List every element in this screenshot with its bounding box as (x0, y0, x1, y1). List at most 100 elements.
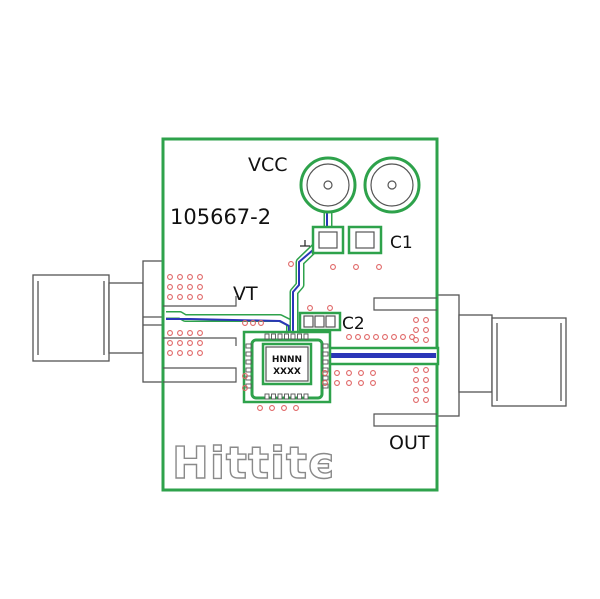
chip-pin (290, 333, 296, 340)
via (242, 385, 248, 391)
via (197, 274, 203, 280)
via (373, 334, 379, 340)
label-vcc: VCC (248, 154, 288, 176)
via (423, 387, 429, 393)
via (167, 294, 173, 300)
label-out: OUT (389, 432, 430, 454)
chip-pin (322, 383, 329, 389)
via (177, 274, 183, 280)
output-connector-pins (436, 294, 460, 417)
via (409, 334, 415, 340)
via (391, 334, 397, 340)
chip-pin (264, 393, 270, 400)
via (364, 334, 370, 340)
hittite-logo: Hittitє (171, 437, 335, 489)
ground-pad-round (363, 156, 421, 214)
chip-label-line2: XXXX (273, 367, 301, 377)
chip-pin (245, 367, 252, 373)
chip-pin (297, 393, 302, 400)
hittite-logo-text: Hittitє (172, 438, 335, 489)
via (413, 337, 419, 343)
chip-pin (277, 393, 283, 400)
via (346, 334, 352, 340)
via (187, 284, 193, 290)
chip-pin (284, 333, 289, 340)
chip-pin (322, 359, 329, 365)
via (250, 320, 256, 326)
label-c1: C1 (390, 233, 413, 253)
via (330, 264, 336, 270)
via (376, 264, 382, 270)
chip-pin (322, 351, 329, 357)
via (307, 305, 313, 311)
via (400, 334, 406, 340)
via (322, 370, 328, 376)
via (413, 397, 419, 403)
via (197, 350, 203, 356)
via (257, 405, 263, 411)
output-connector-flange (458, 314, 493, 393)
chip-pin (303, 393, 309, 400)
via (197, 294, 203, 300)
via (327, 305, 333, 311)
via (334, 380, 340, 386)
capacitor-c2 (298, 311, 342, 332)
ground-pads (163, 296, 437, 427)
via (167, 340, 173, 346)
via (197, 340, 203, 346)
via (187, 294, 193, 300)
via (423, 397, 429, 403)
via (187, 340, 193, 346)
chip-pin (277, 333, 283, 340)
via (197, 330, 203, 336)
via (346, 370, 352, 376)
via (281, 405, 287, 411)
chip-pin (245, 351, 252, 357)
via (167, 274, 173, 280)
via (358, 380, 364, 386)
via (370, 370, 376, 376)
via (334, 370, 340, 376)
chip-pin (271, 333, 276, 340)
via (423, 337, 429, 343)
chip-pin (245, 343, 252, 349)
via (269, 405, 275, 411)
chip-pin (297, 333, 302, 340)
via (322, 380, 328, 386)
via (413, 377, 419, 383)
via (187, 330, 193, 336)
via (353, 264, 359, 270)
chip-pin (322, 343, 329, 349)
via (197, 284, 203, 290)
via (288, 261, 294, 267)
chip-pin (290, 393, 296, 400)
via-array (167, 261, 429, 411)
via (177, 294, 183, 300)
chip-pin (322, 367, 329, 373)
capacitor-c1 (300, 225, 383, 255)
via (382, 334, 388, 340)
output-connector (436, 294, 567, 417)
via (355, 334, 361, 340)
chip-pin (245, 359, 252, 365)
chip-pin (264, 333, 270, 340)
output-rf-trace (320, 346, 440, 366)
via (413, 367, 419, 373)
via (370, 380, 376, 386)
via (167, 330, 173, 336)
via (242, 320, 248, 326)
ic-chip: HNNN XXXX (242, 330, 332, 404)
via (293, 405, 299, 411)
via (187, 274, 193, 280)
chip-pin (322, 375, 329, 381)
chip-pin (303, 333, 309, 340)
via (258, 320, 264, 326)
vcc-pad (299, 156, 357, 214)
via (167, 350, 173, 356)
output-connector-body (491, 317, 567, 407)
via (423, 327, 429, 333)
via (413, 387, 419, 393)
via (423, 367, 429, 373)
via (177, 350, 183, 356)
